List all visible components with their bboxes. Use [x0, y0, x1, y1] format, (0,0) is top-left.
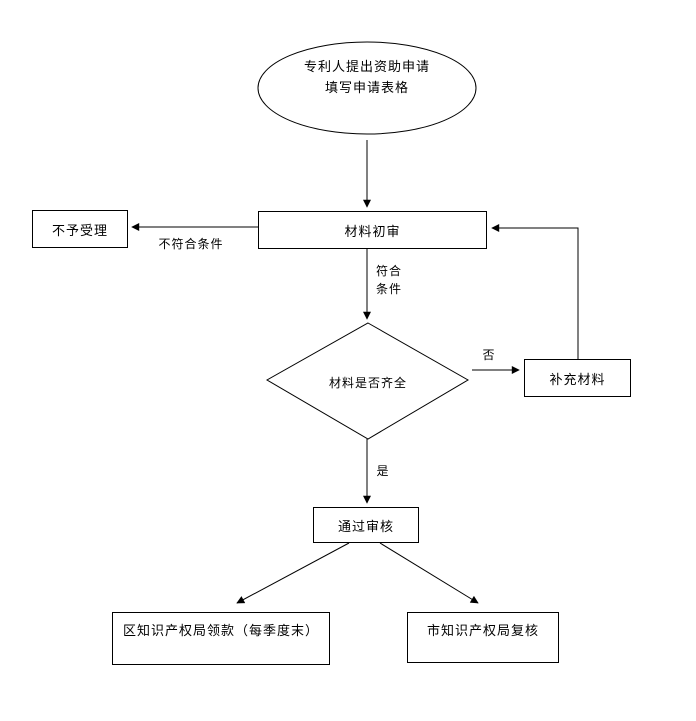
edge-supplement-to-review-arrow [491, 224, 579, 359]
edge-approved-to-district-arrow [236, 542, 350, 604]
start-node-line2: 填写申请表格 [324, 81, 409, 96]
edge-label-meet: 符合 条件 [376, 262, 402, 298]
node-supplement-label: 补充材料 [549, 372, 606, 388]
edge-label-meet-line2: 条件 [376, 282, 403, 296]
edge-approved-to-city-arrow [379, 542, 479, 604]
node-initial-review-label: 材料初审 [344, 224, 401, 240]
node-supplement: 补充材料 [524, 359, 631, 397]
edge-label-yes: 是 [376, 464, 390, 478]
start-node-label: 专利人提出资助申请 填写申请表格 [257, 57, 477, 99]
node-decision-label: 材料是否齐全 [328, 376, 407, 390]
node-district-payment: 区知识产权局领款（每季度末） [112, 612, 330, 665]
edge-label-meet-line1: 符合 [376, 264, 403, 278]
node-approved-label: 通过审核 [337, 519, 394, 535]
start-node-line1: 专利人提出资助申请 [303, 60, 430, 75]
node-city-recheck: 市知识产权局复核 [407, 612, 559, 663]
node-reject-label: 不予受理 [51, 223, 108, 239]
edge-label-not-meet: 不符合条件 [158, 237, 224, 251]
node-city-recheck-label: 市知识产权局复核 [426, 624, 539, 639]
decision-diamond-shape [265, 322, 469, 440]
start-node-shape [257, 41, 477, 135]
node-district-payment-label: 区知识产权局领款（每季度末） [122, 624, 319, 639]
node-initial-review: 材料初审 [258, 211, 487, 249]
edge-label-no: 否 [482, 348, 496, 362]
node-approved: 通过审核 [313, 507, 419, 543]
node-reject: 不予受理 [32, 210, 128, 248]
